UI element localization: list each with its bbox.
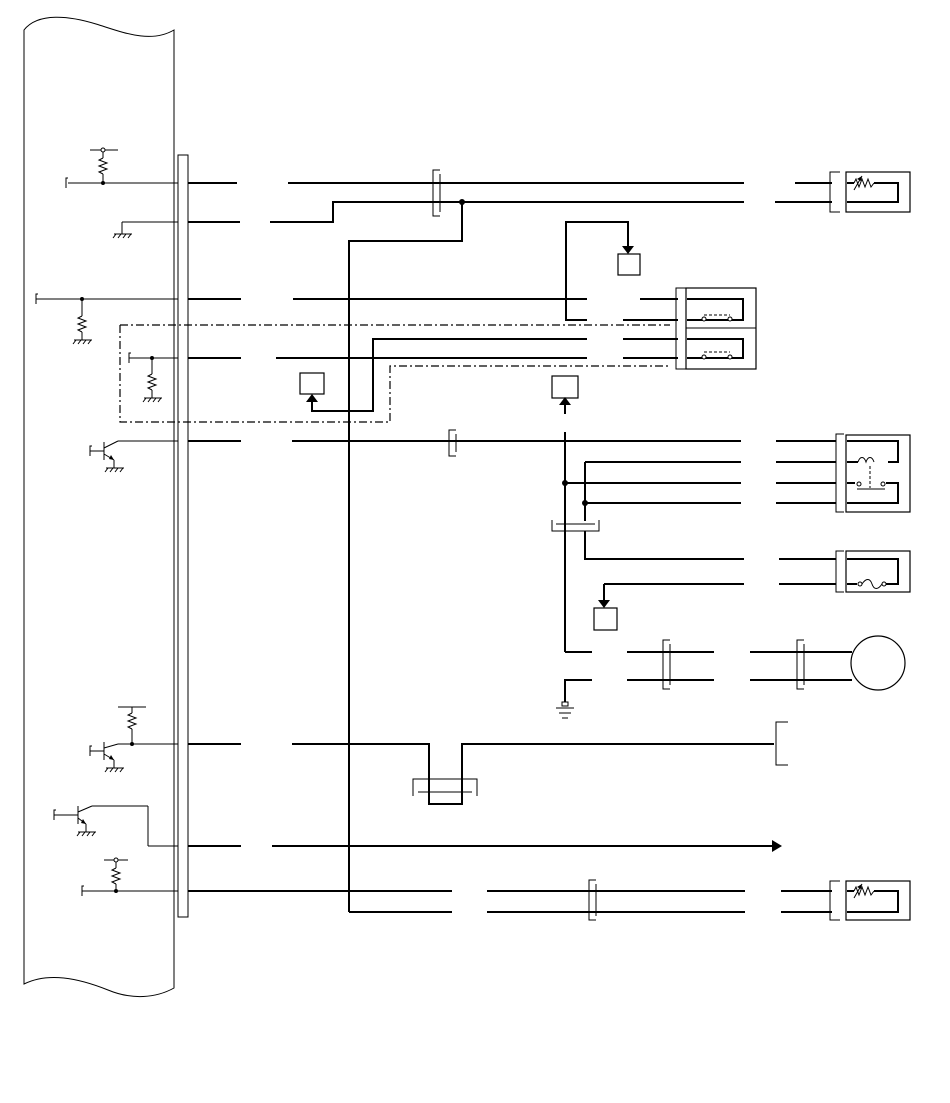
motor-symbol	[850, 635, 906, 691]
wire-row-202	[188, 199, 832, 912]
internal-transistor-1	[89, 440, 178, 473]
unit-connector-bracket	[177, 154, 189, 918]
relay-block-b	[835, 433, 911, 513]
reference-box-2	[299, 372, 325, 395]
sensor-block-bottom	[829, 880, 911, 921]
sensor-block-top	[829, 171, 911, 213]
reference-box-4	[593, 607, 618, 631]
wire-row-744	[188, 721, 788, 805]
connector-c1	[432, 169, 441, 217]
wire-row-891	[188, 890, 832, 913]
wire-row-358	[188, 338, 678, 412]
reference-box-3	[551, 375, 579, 399]
internal-pulldown-resistor-3	[128, 352, 178, 403]
internal-ground-1	[112, 221, 178, 239]
internal-pullup-resistor-1	[65, 147, 178, 188]
wire-loop-to-ref1	[565, 221, 629, 321]
connector-c2	[448, 429, 457, 457]
fuse-block-c	[835, 550, 911, 593]
internal-transistor-2	[89, 706, 178, 773]
vertical-bus-565	[562, 432, 744, 652]
switch-block-a	[675, 287, 757, 370]
internal-pullup-resistor-4	[81, 857, 178, 896]
internal-transistor-3	[53, 805, 178, 847]
wire-row-846	[188, 840, 782, 852]
connector-c4	[588, 879, 597, 921]
control-unit	[23, 16, 175, 998]
reference-box-1	[617, 253, 641, 276]
connector-c3	[551, 520, 600, 532]
wire-right-group-1	[776, 461, 836, 585]
motor-circuit	[556, 639, 852, 719]
shield-boundary	[119, 324, 670, 423]
internal-pulldown-resistor-2	[35, 293, 178, 345]
